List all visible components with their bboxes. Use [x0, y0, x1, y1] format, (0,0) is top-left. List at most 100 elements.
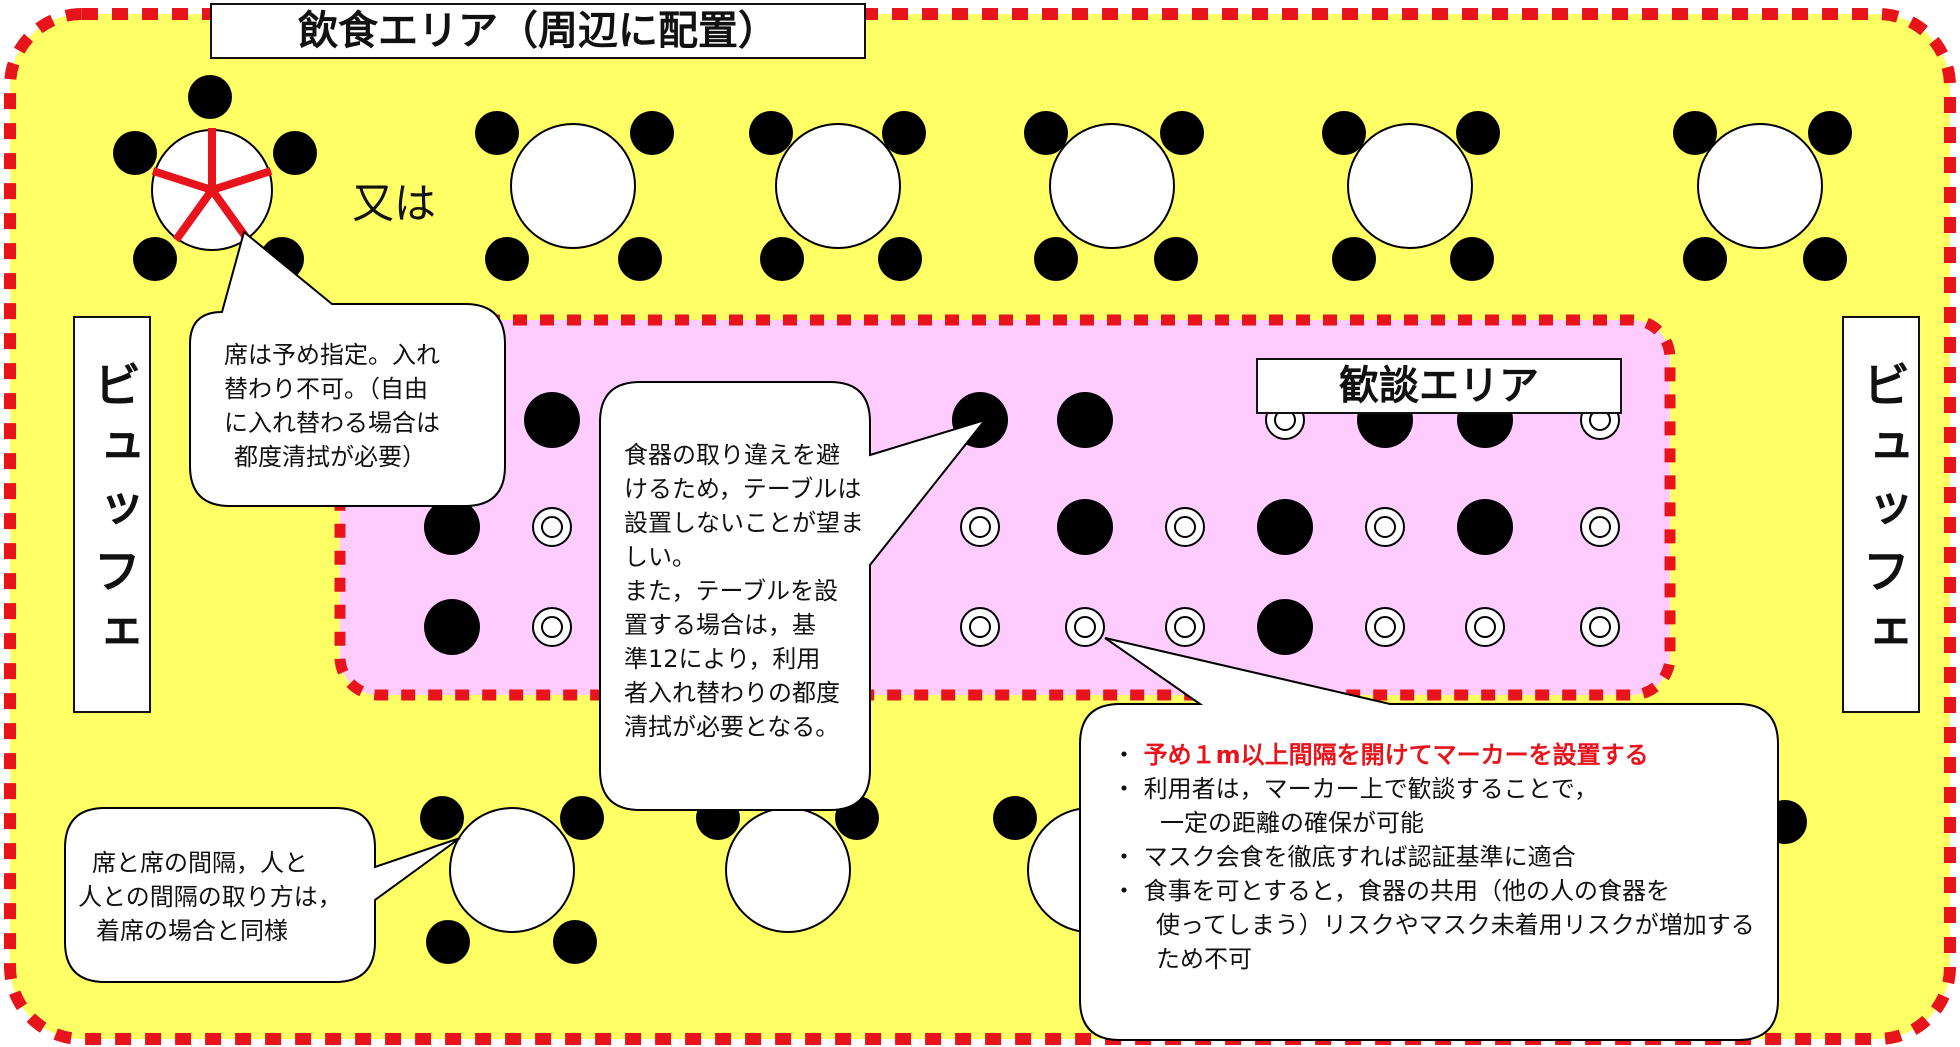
floor-marker-icon: [532, 507, 572, 547]
person-seat-icon: [630, 111, 674, 155]
callout-line: 清拭が必要となる。: [624, 713, 840, 741]
person-seat-icon: [760, 237, 804, 281]
floor-marker-icon: [1580, 607, 1620, 647]
buffet-left-label: ビュッフェ: [84, 359, 140, 670]
person-seat-icon: [1322, 111, 1366, 155]
markers-callout: [1079, 637, 1779, 1041]
floor-marker-icon: [1365, 607, 1405, 647]
callout-line: 準12により，利用: [624, 645, 821, 673]
chat-area-grid: [424, 392, 1620, 655]
person-seat-icon: [1456, 111, 1500, 155]
callout-line: また，テーブルを設: [624, 577, 839, 605]
person-seat-icon: [618, 237, 662, 281]
callout-line: けるため，テーブルは: [624, 475, 862, 503]
callout-line: 人との間隔の取り方は，: [78, 883, 342, 911]
seat-divider-lines: [151, 128, 273, 243]
buffet-left: ビュッフェ: [73, 316, 151, 713]
callout-line: 都度清拭が必要）: [234, 443, 426, 471]
reserved-seats-callout: [189, 230, 506, 507]
person-seat-icon: [993, 796, 1037, 840]
person-seat-icon: [424, 599, 480, 655]
person-seat-icon: [524, 392, 580, 448]
shared-table-reserved: [113, 75, 317, 281]
callout-line: しい。: [624, 543, 696, 571]
round-table-icon: [449, 807, 575, 933]
person-seat-icon: [1808, 111, 1852, 155]
person-seat-icon: [1024, 111, 1068, 155]
floor-marker-icon: [1365, 507, 1405, 547]
callout-line: 者入れ替わりの都度: [624, 679, 840, 707]
note-item-continued: ため不可: [1156, 945, 1252, 973]
round-table-icon: [1347, 123, 1473, 249]
callout-line: 着席の場合と同様: [96, 917, 288, 945]
floor-marker-icon: [960, 507, 1000, 547]
top-table-4: [1322, 111, 1500, 281]
round-table-icon: [775, 123, 901, 249]
person-seat-icon: [273, 131, 317, 175]
person-seat-icon: [553, 920, 597, 964]
floor-marker-icon: [1580, 507, 1620, 547]
markers-text: ・ 予め１m以上間隔を開けてマーカーを設置する ・ 利用者は，マーカー上で歓談す…: [1112, 738, 1755, 976]
person-seat-icon: [878, 237, 922, 281]
spacing-text: 席と席の間隔，人と 人との間隔の取り方は， 着席の場合と同様: [78, 846, 342, 948]
callout-line: 替わり不可。（自由: [224, 375, 428, 403]
callout-line: 置する場合は，基: [624, 611, 816, 639]
floor-marker-icon: [1165, 607, 1205, 647]
tableware-text: 食器の取り違えを避 けるため，テーブルは 設置しないことが望ま しい。 また，テ…: [624, 438, 864, 744]
buffet-right-label: ビュッフェ: [1853, 359, 1909, 670]
person-seat-icon: [1257, 499, 1313, 555]
person-seat-icon: [485, 237, 529, 281]
callout-line: 席と席の間隔，人と: [92, 849, 308, 877]
chat-area-title: 歓談エリア: [1256, 358, 1622, 414]
person-seat-icon: [1803, 237, 1847, 281]
top-table-1: [475, 111, 674, 281]
note-item-continued: 一定の距離の確保が可能: [1160, 809, 1424, 837]
person-seat-icon: [1683, 237, 1727, 281]
person-seat-icon: [133, 237, 177, 281]
person-seat-icon: [1457, 499, 1513, 555]
person-seat-icon: [1057, 499, 1113, 555]
floor-marker-icon: [1165, 507, 1205, 547]
note-item: ・ 食事を可とすると，食器の共用（他の人の食器を: [1112, 877, 1670, 905]
person-seat-icon: [113, 131, 157, 175]
person-seat-icon: [426, 920, 470, 964]
floor-marker-icon: [532, 607, 572, 647]
person-seat-icon: [1154, 237, 1198, 281]
note-highlight-text: 予め１m以上間隔を開けてマーカーを設置する: [1143, 741, 1649, 769]
spacing-callout: [64, 807, 461, 983]
dining-area-title: 飲食エリア（周辺に配置）: [210, 3, 866, 59]
person-seat-icon: [1257, 599, 1313, 655]
callout-line: 設置しないことが望ま: [624, 509, 864, 537]
floor-marker-icon: [960, 607, 1000, 647]
person-seat-icon: [188, 75, 232, 119]
person-seat-icon: [420, 796, 464, 840]
person-seat-icon: [1332, 237, 1376, 281]
floor-marker-icon: [1465, 607, 1505, 647]
person-seat-icon: [1034, 237, 1078, 281]
floor-marker-icon: [1065, 607, 1105, 647]
round-table-icon: [1697, 123, 1823, 249]
buffet-right: ビュッフェ: [1842, 316, 1920, 713]
callout-line: 食器の取り違えを避: [624, 441, 840, 469]
person-seat-icon: [1673, 111, 1717, 155]
person-seat-icon: [882, 111, 926, 155]
person-seat-icon: [560, 796, 604, 840]
person-seat-icon: [424, 499, 480, 555]
round-table-icon: [725, 807, 851, 933]
note-item: ・ マスク会食を徹底すれば認証基準に適合: [1112, 843, 1576, 871]
or-label: 又は: [352, 179, 437, 228]
top-table-3: [1024, 111, 1204, 281]
person-seat-icon: [749, 111, 793, 155]
reserved-seats-text: 席は予め指定。入れ 替わり不可。（自由 に入れ替わる場合は 都度清拭が必要）: [224, 338, 440, 474]
note-item-continued: 使ってしまう）リスクやマスク未着用リスクが増加する: [1156, 911, 1755, 939]
bottom-table-1: [420, 796, 604, 964]
person-seat-icon: [1450, 237, 1494, 281]
note-highlight: ・ 予め１m以上間隔を開けてマーカーを設置する: [1112, 741, 1649, 769]
callout-line: に入れ替わる場合は: [224, 409, 440, 437]
note-item: ・ 利用者は，マーカー上で歓談することで，: [1112, 775, 1598, 803]
top-table-5: [1673, 111, 1852, 281]
tableware-callout: [599, 381, 988, 811]
top-table-2: [749, 111, 926, 281]
person-seat-icon: [1160, 111, 1204, 155]
